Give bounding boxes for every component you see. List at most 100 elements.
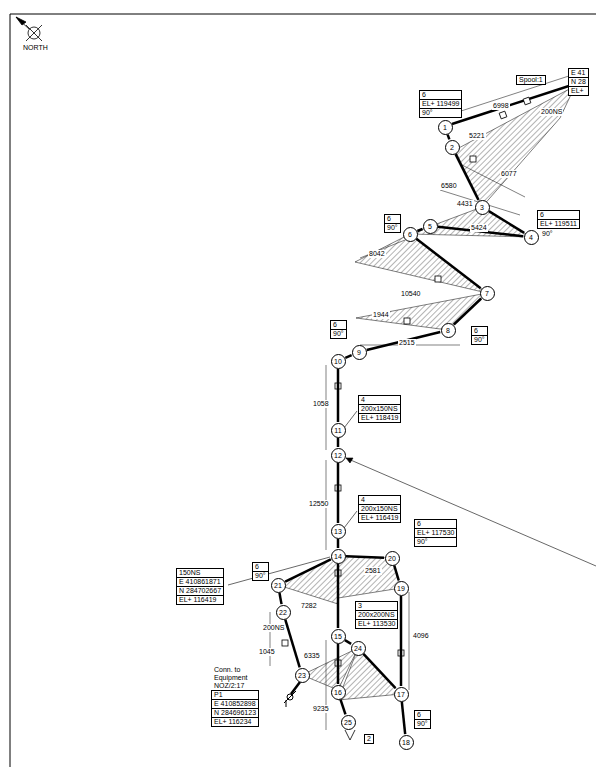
annotation-text: 6 [472,327,487,335]
annotation-text: N 284696123 [212,708,258,717]
annotation-box: 690° [471,326,488,345]
callout-circle: 20 [385,551,400,566]
callout-circle: 18 [399,735,414,750]
annotation-box: 6EL+ 11753090° [414,519,457,547]
callout-number: 2 [446,141,459,154]
dimension-label: 9235 [312,705,330,713]
callout-circle: 14 [331,549,346,564]
annotation-text: 90° [331,329,346,338]
annotation-text: 3 [356,602,397,610]
annotation-box: 690° [330,320,347,339]
dimension-label: 2581 [364,567,382,575]
annotation-text: EL+ 118419 [359,413,400,422]
equipment-nozzle-symbol [284,691,296,707]
annotation-text: EL+ 116234 [212,717,258,726]
callout-circle: 13 [331,524,346,539]
callout-number: 21 [272,579,285,592]
dimension-label: 4096 [412,632,430,640]
dimension-label: 6580 [440,182,458,190]
callout-number: 22 [277,606,290,619]
callout-circle: 11 [331,423,346,438]
dimension-label: 10540 [400,290,421,298]
callout-number: 23 [296,669,309,682]
pipe-segment [363,654,395,688]
callout-number: 19 [395,582,408,595]
pipe-segment [285,559,331,581]
dimension-label: 6077 [500,170,518,178]
dimension-label: 5424 [470,224,488,232]
annotation-text: EL+ [569,86,588,95]
callout-number: 13 [332,525,345,538]
callout-number: 6 [404,228,417,241]
dimension-label: 90° [541,230,554,238]
annotation-text: EL+ 119499 [420,99,461,108]
pipe-segment [337,644,340,684]
annotation-text: E 410852898 [212,699,258,708]
annotation-text: 4 [359,496,400,504]
pipe-segment [417,229,422,231]
pipe-segment [345,355,351,358]
callout-circle: 3 [475,200,490,215]
pipe-segment [337,463,340,523]
callout-circle: 25 [341,715,356,730]
callout-circle: 22 [276,605,291,620]
annotation-box: Spool:1 [516,75,546,85]
annotation-text: 150NS [177,569,223,577]
callout-number: 8 [442,324,455,337]
annotation-text: 6 [420,91,461,99]
dimension-label: 1058 [312,400,330,408]
pipe-segment [402,702,405,734]
pipe-extensions [291,84,575,694]
callout-number: 11 [332,424,345,437]
callout-circle: 9 [352,345,367,360]
dimension-label: 12550 [308,500,329,508]
annotation-text: E 410861871 [177,577,223,586]
annotation-text: 90° [385,223,400,232]
annotation-box: 690° [384,214,401,233]
annotation-text: 6 [415,520,456,528]
callout-number: 15 [332,630,345,643]
annotation-text: 4 [359,396,400,404]
annotation-text: 90° [472,335,487,344]
annotation-box: 6EL+ 11949990° [419,90,462,118]
annotation-text: 90° [415,719,430,728]
pipe-segment [337,438,340,447]
callout-number: 7 [481,287,494,300]
annotation-box: 3200x200NSEL+ 113530 [355,601,398,629]
annotation-text: P1 [212,691,258,699]
pipe-segment [345,640,351,644]
annotation-box: P1E 410852898N 284696123EL+ 116234 [211,690,259,727]
annotation-box: 150NSE 410861871N 284702667EL+ 116419 [176,568,224,605]
annotation-text: 6 [538,211,579,219]
callout-circle: 15 [331,629,346,644]
pipe-segment [341,700,346,715]
callout-circle: 2 [445,140,460,155]
fitting-symbols [282,97,531,740]
leader-lines [228,411,596,585]
dimension-label: 200NS [262,624,285,632]
pipe-segment [337,369,340,422]
dimension-label: 8042 [368,250,386,258]
callout-number: 16 [332,686,345,699]
annotation-text: N 28 [569,77,588,86]
callout-number: 5 [424,220,437,233]
callout-number: 12 [332,449,345,462]
annotation-text: 90° [415,537,456,546]
pipe-segment [448,135,450,140]
pipe-segment [367,332,440,350]
annotation-text: 6 [415,711,430,719]
pipe-segment [456,154,479,200]
annotation-box: 6EL+ 119511 [537,210,580,229]
dimension-label: 7282 [300,602,318,610]
callout-number: 3 [476,201,489,214]
annotation-box: 2 [364,734,374,744]
callout-number: 18 [400,736,413,749]
callout-number: 17 [395,688,408,701]
annotation-box: 690° [414,710,431,729]
callout-circle: 7 [480,286,495,301]
callout-circle: 24 [351,641,366,656]
dimension-label: 5221 [468,132,486,140]
callout-circle: 8 [441,323,456,338]
